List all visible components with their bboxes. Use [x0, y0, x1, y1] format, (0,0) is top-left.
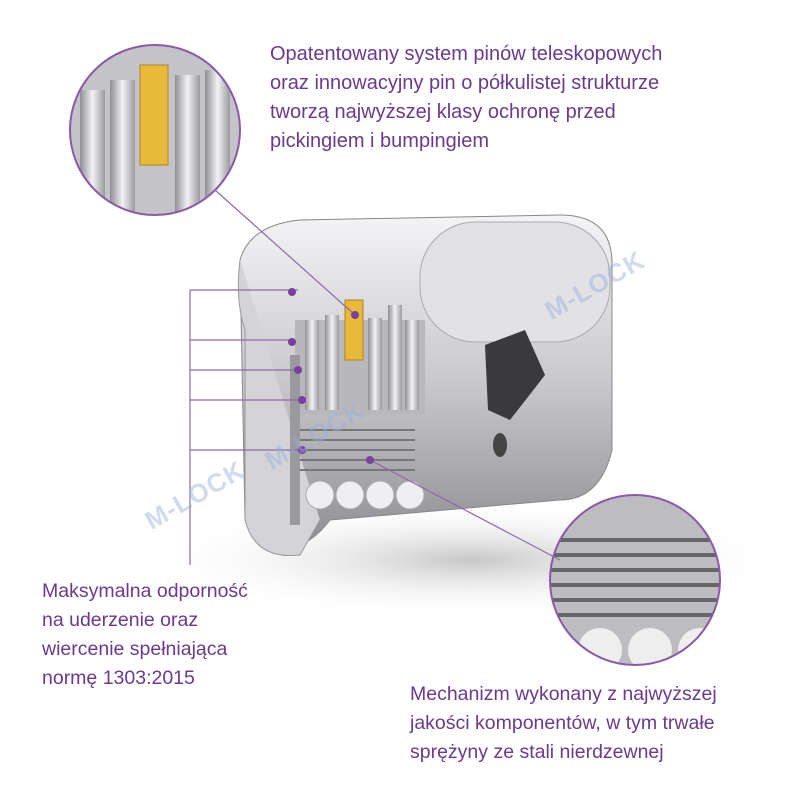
- caption-line: jakości komponentów, w tym trwałe: [410, 712, 715, 734]
- caption-line: normę 1303:2015: [42, 667, 195, 689]
- caption-resistance: Maksymalna odporność na uderzenie oraz w…: [42, 577, 248, 693]
- caption-line: Opatentowany system pinów teleskopowych: [270, 43, 663, 65]
- caption-line: wiercenie spełniająca: [42, 638, 228, 660]
- springs: [300, 429, 415, 471]
- pin-stack: [305, 299, 419, 410]
- detail-zoom-pins: [70, 45, 240, 215]
- caption-mechanism: Mechanizm wykonany z najwyższej jakości …: [410, 680, 717, 767]
- caption-line: sprężyny ze stali nierdzewnej: [410, 741, 664, 763]
- caption-pins: Opatentowany system pinów teleskopowych …: [270, 40, 662, 156]
- caption-line: pickingiem i bumpingiem: [270, 130, 489, 152]
- caption-line: oraz innowacyjny pin o półkulistej struk…: [270, 72, 660, 94]
- leader-lines: [189, 189, 561, 565]
- marker-dots: [288, 288, 374, 464]
- caption-line: na uderzenie oraz: [42, 609, 199, 631]
- pin-balls: [305, 480, 425, 510]
- caption-line: tworzą najwyższej klasy ochronę przed: [270, 101, 616, 123]
- cylinder-body: [237, 214, 613, 557]
- caption-line: Mechanizm wykonany z najwyższej: [410, 683, 717, 705]
- caption-line: Maksymalna odporność: [42, 580, 248, 602]
